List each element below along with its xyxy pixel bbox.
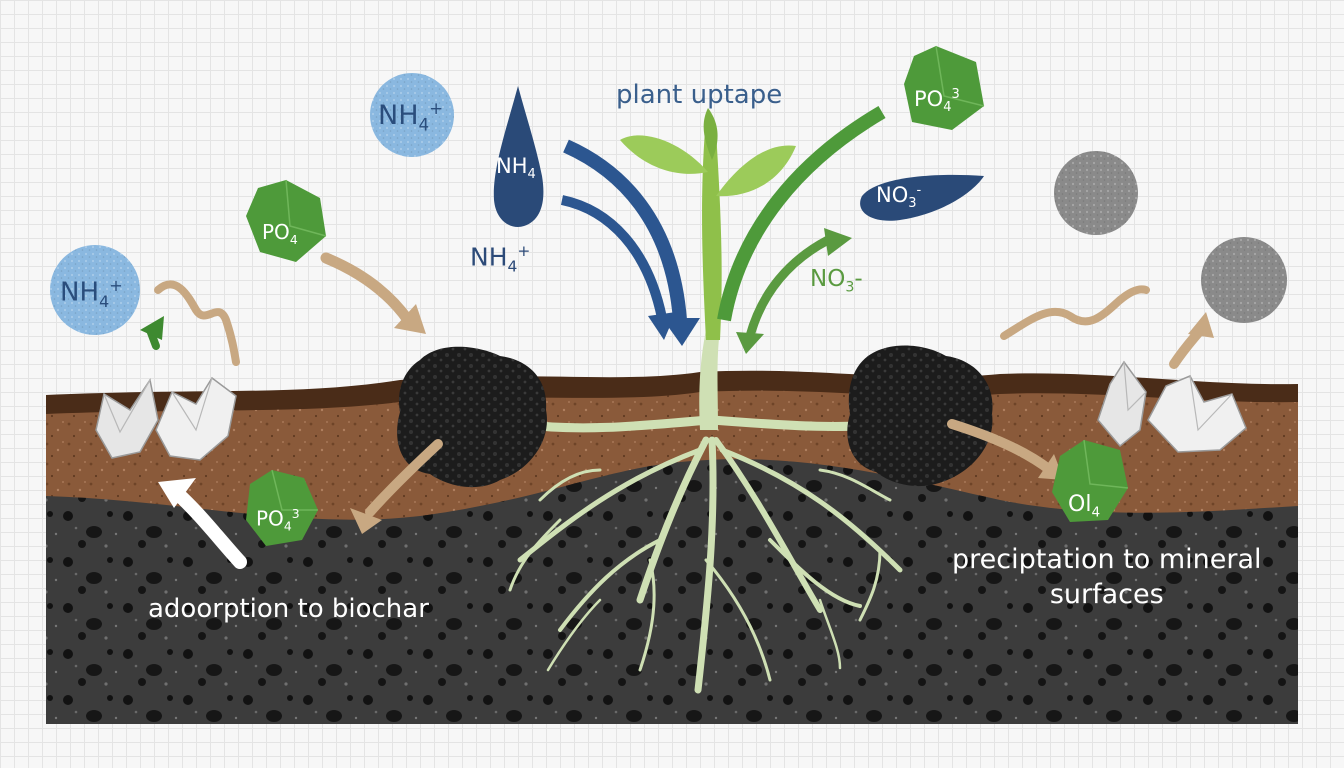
- green-up-arrow: [140, 316, 164, 350]
- flow-arrows: [154, 252, 1207, 517]
- po4-crystal-top-right: [904, 45, 985, 130]
- nitrogen-uptake-arrows: [560, 139, 700, 346]
- precipitation-label: preciptation to mineral surfaces: [952, 544, 1262, 611]
- mineral-crystals-right: [1097, 360, 1247, 453]
- white-arrow: [158, 478, 247, 569]
- po4-crystal-soil: [246, 469, 318, 546]
- nh4-label-free: NH4+: [470, 242, 531, 276]
- ol4-crystal-soil: [1052, 439, 1129, 522]
- nh4-label-circle-left: NH4+: [60, 276, 123, 311]
- squiggle-left: [154, 280, 240, 366]
- plant-stem: [699, 330, 720, 430]
- no3-oval: [860, 174, 984, 221]
- squiggle-right: [1000, 285, 1150, 340]
- plant-uptake-label: plant uptape: [616, 80, 783, 110]
- nitrate-uptake-arrow: [736, 228, 852, 354]
- arrow-po4-to-biochar: [320, 252, 414, 326]
- phosphate-uptake-arrow: [717, 105, 886, 322]
- adsorption-label: adoorption to biochar: [148, 594, 429, 624]
- arrow-biochar-to-soil: [365, 439, 443, 517]
- grey-particle-right: [1201, 237, 1287, 323]
- biochar-right: [847, 345, 993, 487]
- leaf-right: [716, 145, 796, 197]
- po4-label-top-right: PO43: [914, 87, 960, 116]
- grey-particle-top: [1054, 151, 1138, 235]
- mineral-crystals-left: [95, 376, 237, 461]
- plant: [620, 108, 796, 430]
- nh4-label-circle-top: NH4+: [378, 98, 444, 135]
- po4-crystal-left: [246, 179, 327, 262]
- po4-label-soil: PO43: [256, 506, 300, 534]
- arrow-biochar-to-mineral: [947, 419, 1055, 475]
- no3-label-oval: NO3-: [876, 183, 922, 212]
- no3-label-free: NO3-: [810, 266, 863, 296]
- nh4-drop: [493, 86, 544, 227]
- ol4-label-soil: Ol4: [1068, 492, 1101, 521]
- nh4-label-drop: NH4: [496, 154, 536, 183]
- po4-label-left: PO4: [262, 220, 298, 247]
- leaf-left: [620, 135, 708, 174]
